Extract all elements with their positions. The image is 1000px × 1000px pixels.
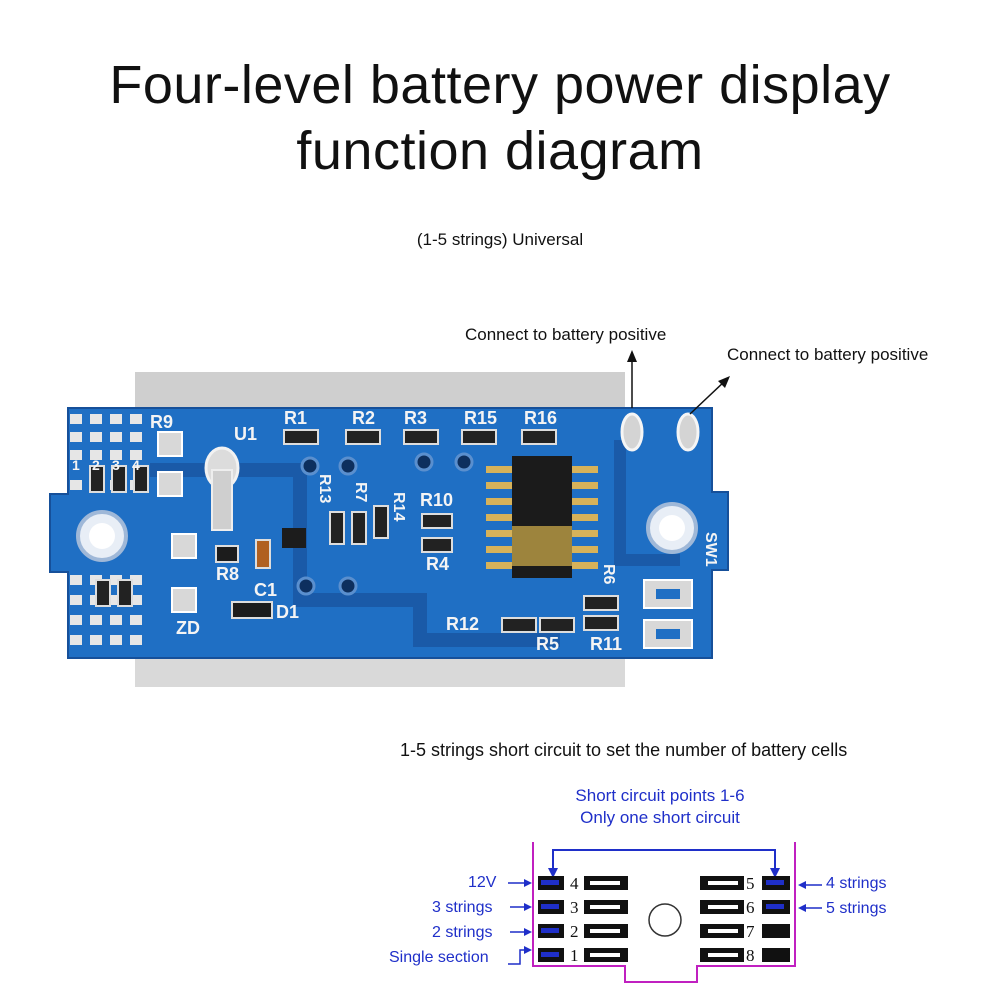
label-r7: R7 <box>352 482 369 503</box>
short-circuit-note-1: Short circuit points 1-6 <box>575 786 745 805</box>
battery-positive-pad-left <box>620 412 644 452</box>
callout-arrowhead-right <box>718 376 730 388</box>
pad-label-2: 2 <box>92 457 100 473</box>
label-c1: C1 <box>254 580 277 600</box>
sw1-pad-top-slot <box>656 589 680 599</box>
short-circuit-note-2: Only one short circuit <box>580 808 740 827</box>
pin-7: 7 <box>746 922 755 941</box>
pcb-outline <box>532 842 796 983</box>
right-pad-blocks <box>700 876 790 962</box>
mounting-hole-left-center <box>89 523 115 549</box>
label-d1: D1 <box>276 602 299 622</box>
callout-battery-positive-left: Connect to battery positive <box>465 325 667 344</box>
solder-pad <box>171 587 197 613</box>
label-3-strings: 3 strings <box>432 899 493 916</box>
solder-pad <box>157 471 183 497</box>
capacitor-c1 <box>255 539 271 569</box>
center-hole <box>648 903 682 937</box>
pin-2: 2 <box>570 922 579 941</box>
left-pad-blocks <box>538 876 628 962</box>
label-4-strings: 4 strings <box>826 875 887 892</box>
label-r9: R9 <box>150 412 173 432</box>
right-pad-gaps <box>708 881 738 957</box>
label-r6: R6 <box>600 564 617 585</box>
main-ic <box>486 456 598 578</box>
label-r15: R15 <box>464 408 497 428</box>
left-short-marks <box>541 880 559 957</box>
diagram-subtitle: (1-5 strings) Universal <box>416 230 584 249</box>
vias <box>296 452 474 596</box>
callout-arrowhead-left <box>627 350 637 362</box>
mounting-hole-right-center <box>659 515 685 541</box>
label-r13: R13 <box>316 474 333 503</box>
label-r4: R4 <box>426 554 449 574</box>
solder-pad <box>157 431 183 457</box>
display-housing-top <box>135 372 625 412</box>
right-short-marks <box>766 880 784 909</box>
sw1-pad-bottom-slot <box>656 629 680 639</box>
diode-d1 <box>231 601 273 619</box>
pin-3: 3 <box>570 898 579 917</box>
label-single-section: Single section <box>389 949 489 966</box>
battery-positive-pad-right <box>676 412 700 452</box>
label-5-strings: 5 strings <box>826 900 887 917</box>
pin-1: 1 <box>570 946 579 965</box>
regulator-u1-lead <box>211 469 233 531</box>
solder-pad <box>171 533 197 559</box>
label-r8: R8 <box>216 564 239 584</box>
pcb-trace <box>614 440 680 566</box>
pcb-trace <box>150 463 560 647</box>
label-sw1: SW1 <box>702 532 719 567</box>
pad-label-3: 3 <box>112 457 120 473</box>
pad-label-4: 4 <box>132 457 140 473</box>
bracket-arrowhead-right <box>770 868 780 878</box>
label-u1: U1 <box>234 424 257 444</box>
label-r14: R14 <box>390 492 407 521</box>
smd-chip <box>215 545 239 563</box>
left-pointer-arrowheads <box>524 879 532 954</box>
label-r11: R11 <box>590 634 622 654</box>
callout-arrow-right <box>689 379 727 415</box>
label-12v: 12V <box>468 874 497 891</box>
short-circuit-title: 1-5 strings short circuit to set the num… <box>400 740 848 760</box>
left-pad-gaps <box>590 881 620 957</box>
label-r16: R16 <box>524 408 557 428</box>
pad-label-1: 1 <box>72 457 80 473</box>
right-pointer-arrowheads <box>798 881 806 912</box>
label-zd: ZD <box>176 618 200 638</box>
bracket-arrowhead-left <box>548 868 558 878</box>
label-2-strings: 2 strings <box>432 924 493 941</box>
pin-5: 5 <box>746 874 755 893</box>
label-r12: R12 <box>446 614 479 634</box>
pin-6: 6 <box>746 898 755 917</box>
label-r3: R3 <box>404 408 427 428</box>
label-r10: R10 <box>420 490 453 510</box>
display-housing-bottom <box>135 655 625 687</box>
label-r5: R5 <box>536 634 559 654</box>
label-r2: R2 <box>352 408 375 428</box>
smd-resistors <box>89 429 619 633</box>
pin-4: 4 <box>570 874 579 893</box>
title-line-2: function diagram <box>296 121 704 181</box>
title-line-1: Four-level battery power display <box>109 55 891 115</box>
label-r1: R1 <box>284 408 307 428</box>
transistor-chip <box>282 528 306 548</box>
callout-battery-positive-right: Connect to battery positive <box>727 345 929 364</box>
left-pad-grid <box>70 414 142 645</box>
pin-8: 8 <box>746 946 755 965</box>
short-circuit-bracket <box>552 849 776 872</box>
diagram-title: Four-level battery power display functio… <box>0 52 1000 184</box>
